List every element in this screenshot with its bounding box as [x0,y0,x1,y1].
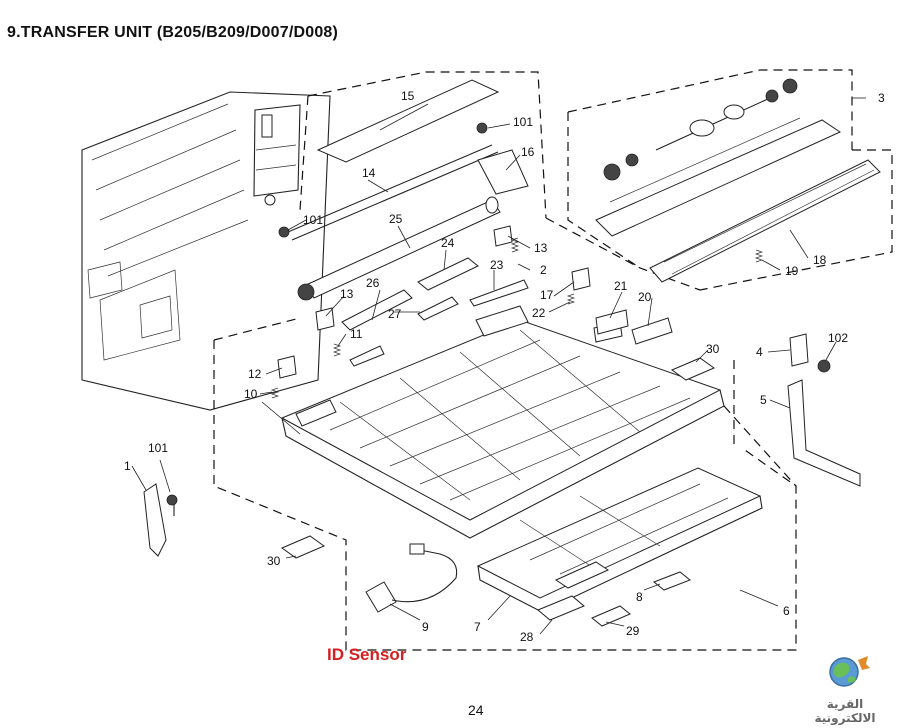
callout-13a: 13 [340,287,354,301]
callout-10: 10 [244,387,258,401]
callout-30b: 30 [267,554,281,568]
callout-1: 1 [124,459,131,473]
callout-6: 6 [783,604,790,618]
callout-11: 11 [350,327,363,341]
callout-29: 29 [626,624,640,638]
callout-5: 5 [760,393,767,407]
callout-30a: 30 [706,342,720,356]
callout-25: 25 [389,212,403,226]
page-title: 9.TRANSFER UNIT (B205/B209/D007/D008) [7,24,339,41]
callout-3: 3 [878,91,885,105]
callout-22: 22 [532,306,546,320]
callout-28: 28 [520,630,534,644]
leader-lines [131,97,866,635]
callout-101b: 101 [303,213,323,227]
callout-16: 16 [521,145,535,159]
callout-102: 102 [828,331,848,345]
callout-27: 27 [388,307,402,321]
id-sensor-annotation: ID Sensor [327,645,407,664]
callout-24: 24 [441,236,455,250]
callout-14: 14 [362,166,376,180]
callout-20: 20 [638,290,652,304]
logo-icon [829,656,870,687]
callout-26: 26 [366,276,380,290]
callout-101a: 101 [513,115,533,129]
logo-caption: القرية الالكترونية [814,697,876,725]
callout-labels: 1 2 3 4 5 6 7 8 9 10 11 12 13 13 14 15 1… [124,89,885,644]
callout-18: 18 [813,253,827,267]
callout-12: 12 [248,367,262,381]
callout-21: 21 [614,279,628,293]
callout-13b: 13 [534,241,548,255]
callout-15: 15 [401,89,415,103]
callout-7: 7 [474,620,481,634]
callout-4: 4 [756,345,763,359]
callout-19: 19 [785,264,799,278]
transfer-frame [280,305,725,539]
callout-2: 2 [540,263,547,277]
callout-17: 17 [540,288,554,302]
callout-8: 8 [636,590,643,604]
machine-frame [81,91,331,411]
callout-9: 9 [422,620,429,634]
callout-23: 23 [490,258,504,272]
page-number: 24 [468,702,484,718]
callout-101c: 101 [148,441,168,455]
